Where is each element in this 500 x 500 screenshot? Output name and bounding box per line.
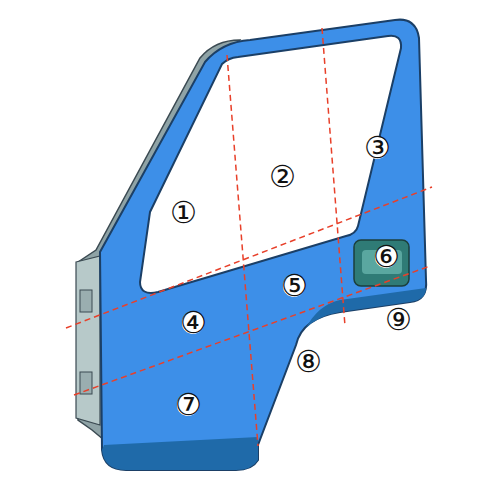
section-lines: [66, 28, 432, 446]
callout-number: ⑦: [175, 390, 202, 420]
door-panel: [100, 20, 426, 470]
callout-number: ⑤: [281, 271, 308, 301]
hinge: [80, 290, 92, 312]
door-lower-band: [102, 437, 258, 470]
callout-number: ⑧: [295, 347, 322, 377]
callout-number: ②: [269, 162, 296, 192]
door-edge: [76, 256, 100, 425]
callout-number: ①: [170, 198, 197, 228]
callout-number: ⑥: [373, 242, 400, 272]
door-handle: [354, 240, 409, 286]
callout-number: ④: [180, 308, 207, 338]
callout-number: ⑨: [385, 305, 412, 335]
callout-number: ③: [364, 133, 391, 163]
